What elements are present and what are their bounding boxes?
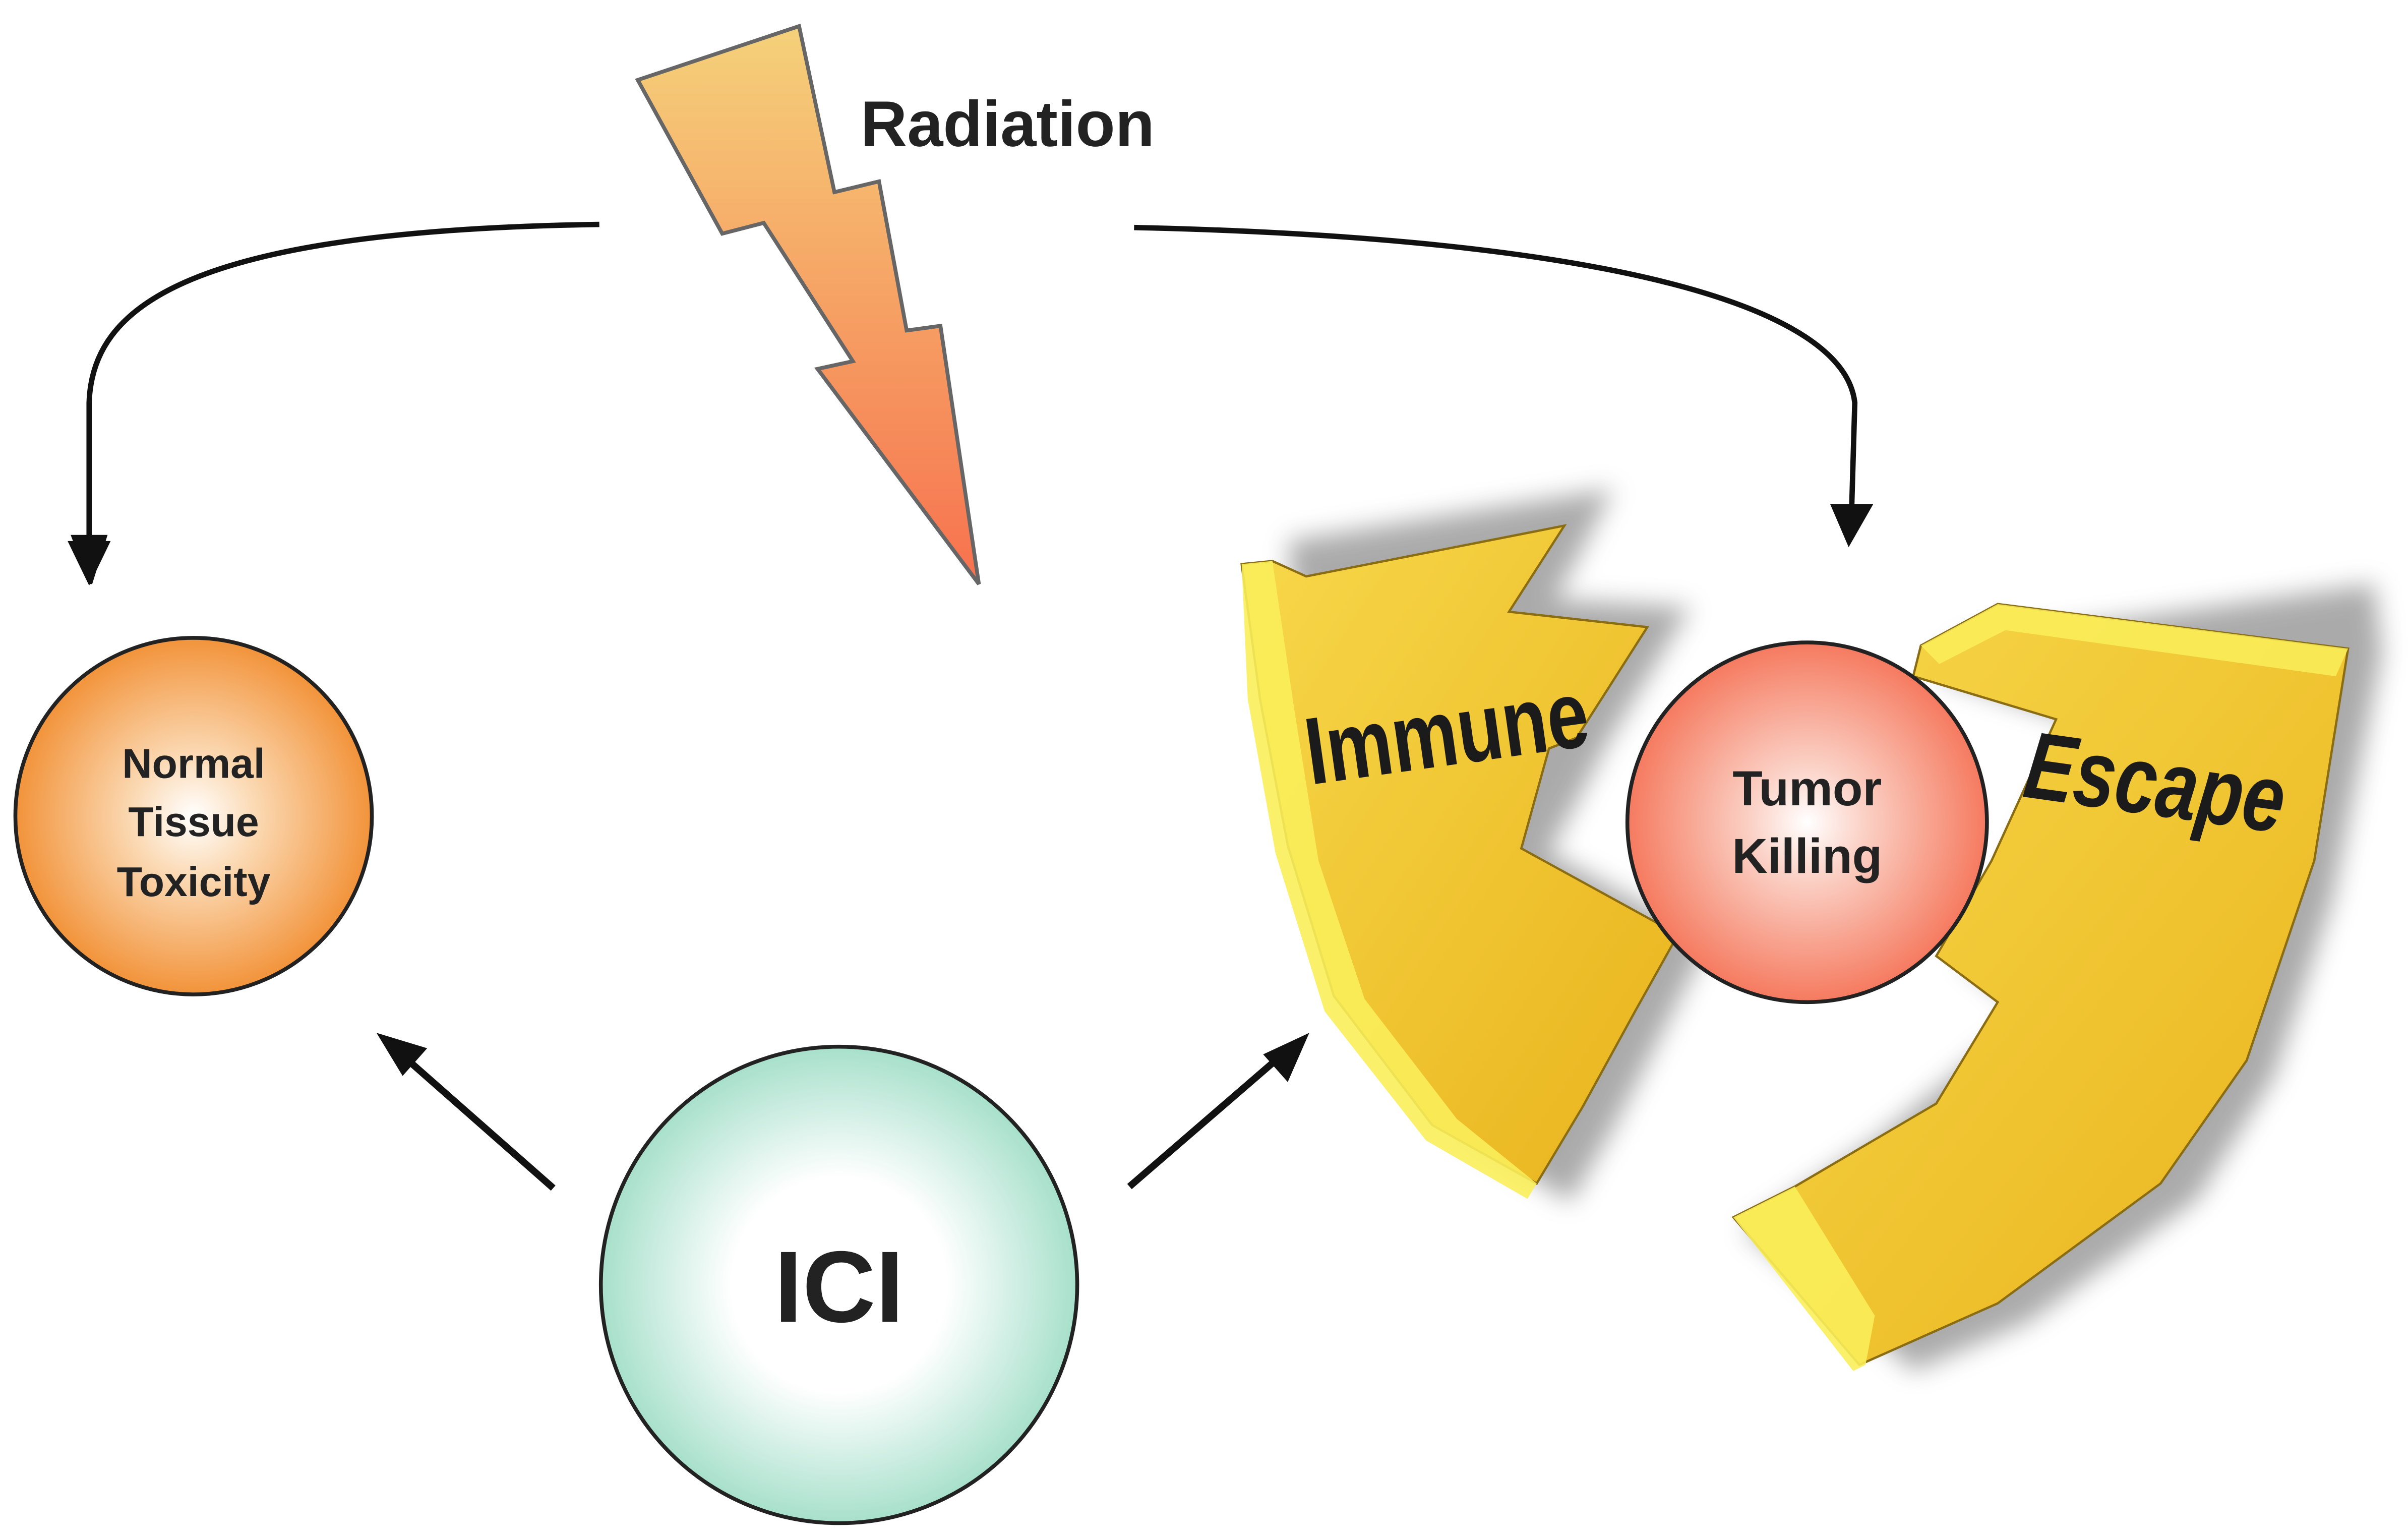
arrow-ici-to-normal-tissue — [409, 1061, 556, 1191]
normal-tissue-label-line1: Normal — [122, 741, 265, 787]
ici-label: ICI — [774, 1230, 904, 1343]
normal-tissue-node: Normal Tissue Toxicity — [13, 636, 374, 996]
normal-tissue-label-line2: Tissue — [128, 799, 259, 845]
ici-node: ICI — [598, 1044, 1079, 1525]
lightning-bolt-icon — [635, 23, 981, 585]
arrowhead-ici-tumor — [1263, 1033, 1309, 1082]
arrowhead-fill-normal — [68, 541, 111, 586]
arrow-radiation-to-tumor — [1134, 224, 1858, 508]
normal-tissue-label-line3: Toxicity — [117, 859, 271, 905]
arrowhead-ici-normal — [376, 1033, 428, 1076]
broken-shield-icon — [1240, 489, 2382, 1371]
tumor-killing-node: Tumor Killing — [1625, 640, 1989, 1004]
tumor-label-line1: Tumor — [1732, 761, 1882, 816]
arrow-ici-to-immune-escape — [1127, 1057, 1278, 1190]
tumor-label-line2: Killing — [1732, 829, 1882, 883]
radiation-label: Radiation — [861, 88, 1155, 160]
arrow-radiation-to-normal-tissue — [86, 221, 599, 541]
arrowhead-tumor — [1830, 504, 1874, 548]
